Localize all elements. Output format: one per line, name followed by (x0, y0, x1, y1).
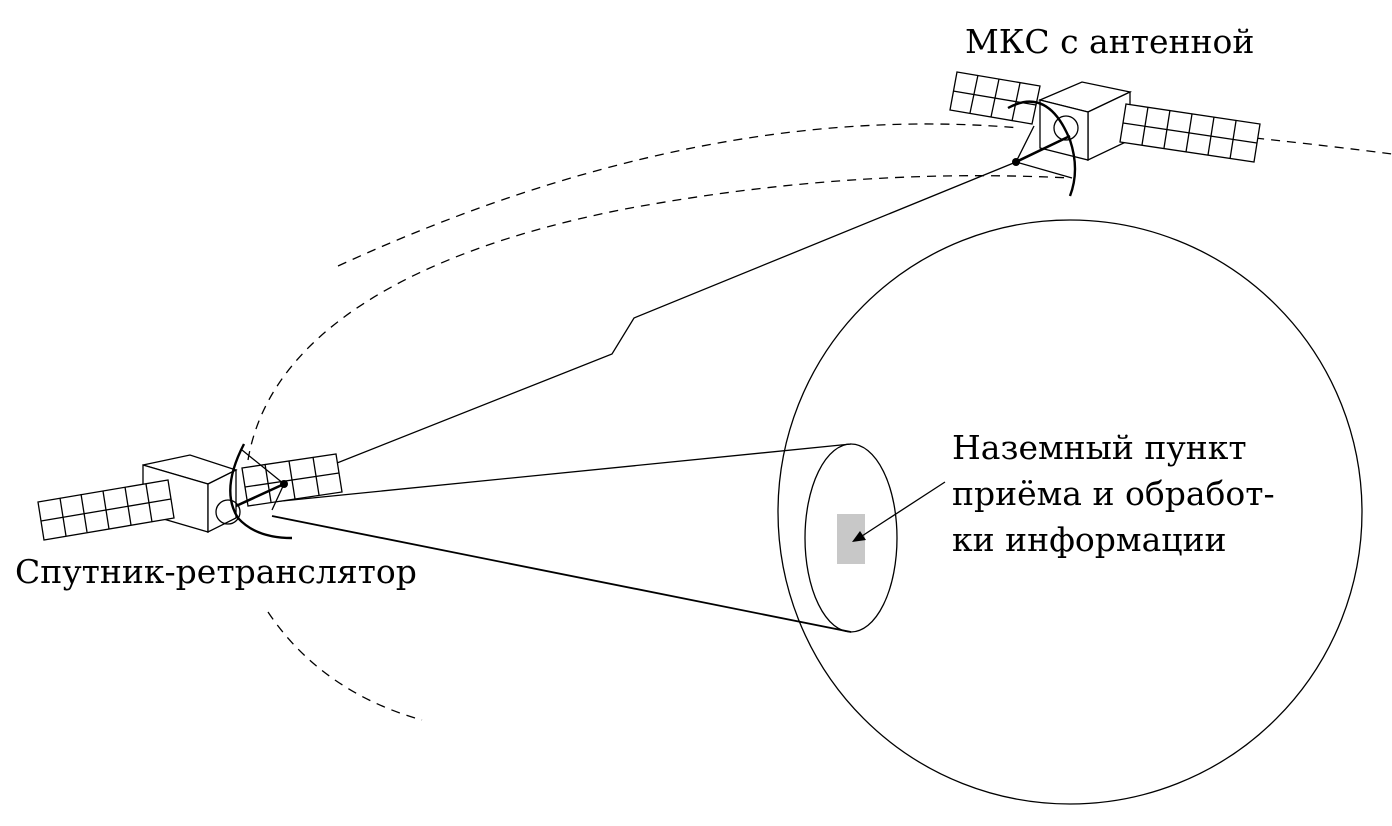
pointer-arrowhead (852, 531, 866, 542)
relay-antenna-dish (229, 443, 293, 540)
ground-station-label-line: Наземный пункт (952, 428, 1247, 467)
ground-station-label-line: приёма и обработ- (952, 474, 1275, 513)
iss-label: МКС с антенной (965, 22, 1255, 61)
relay-satellite (37, 443, 343, 541)
iss-satellite (949, 71, 1261, 197)
beam-edge-top (271, 443, 852, 503)
outer-orbit-arc (337, 123, 1021, 267)
ground-station-pointer (861, 481, 946, 537)
relay-satellite-label: Спутник-ретранслятор (15, 552, 417, 591)
ground-station-label-line: ки информации (952, 520, 1227, 559)
radio-link-line (283, 161, 1017, 485)
iss-antenna-dish (1007, 100, 1077, 197)
ground-station-label: Наземный пункт приёма и обработ- ки инфо… (952, 425, 1275, 563)
outer-orbit-arc-right (1254, 137, 1392, 155)
relay-left-solar-panel (37, 479, 175, 541)
iss-body-box (1037, 81, 1133, 162)
inner-orbit-arc (247, 175, 1071, 461)
lower-orbit-arc (267, 611, 423, 721)
iss-right-solar-panel (1119, 103, 1261, 163)
earth-circle (777, 219, 1363, 805)
iss-left-solar-panel (949, 71, 1041, 125)
beam-edge-bottom (271, 515, 852, 633)
